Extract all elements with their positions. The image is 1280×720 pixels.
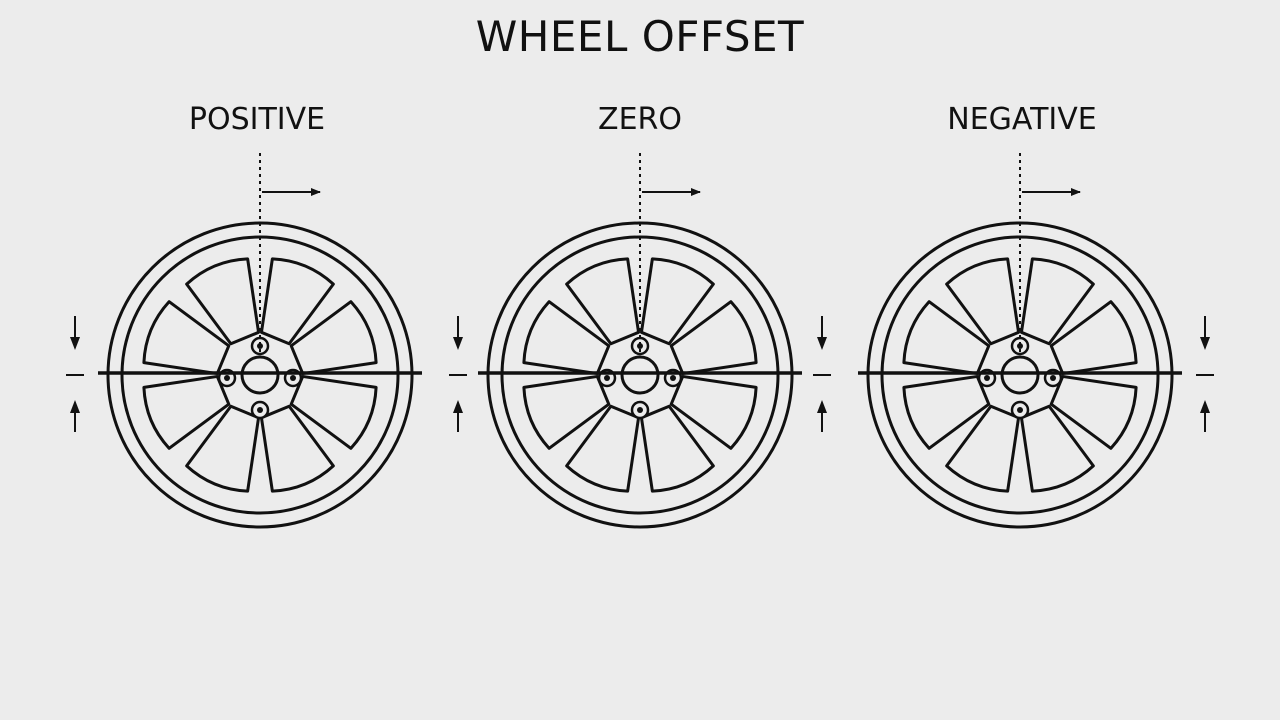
- wheel-negative-lug-center-2: [1017, 407, 1023, 413]
- wheel-positive-lug-center-1: [257, 343, 263, 349]
- wheel-zero-lug-center-3: [604, 375, 610, 381]
- wheel-positive-bracket-top-arrow: [70, 337, 80, 350]
- wheel-zero-lug-center-1: [637, 343, 643, 349]
- wheel-zero: [449, 153, 831, 529]
- wheel-negative-lug-center-4: [1050, 375, 1056, 381]
- wheel-negative-lug-center-1: [1017, 343, 1023, 349]
- wheel-positive-spoke-window-1: [243, 251, 338, 353]
- wheel-zero-hub: [620, 355, 660, 395]
- wheel-positive-lug-center-2: [257, 407, 263, 413]
- wheel-negative-hub: [1000, 355, 1040, 395]
- wheel-negative-bracket-top-arrow: [1200, 337, 1210, 350]
- wheel-zero-lug-center-2: [637, 407, 643, 413]
- wheel-positive-spoke-window-8: [182, 251, 277, 353]
- wheel-zero-spoke-window-1: [623, 251, 718, 353]
- wheel-zero-spoke-window-8: [562, 251, 657, 353]
- wheel-zero-right-bracket-top-arrow: [817, 337, 827, 350]
- wheel-negative-lug-center-3: [984, 375, 990, 381]
- wheel-negative-spoke-window-1: [1003, 251, 1098, 353]
- label-positive: POSITIVE: [188, 102, 326, 137]
- wheel-zero-bracket-top-arrow: [453, 337, 463, 350]
- wheel-positive-lug-center-4: [290, 375, 296, 381]
- wheel-positive: [66, 153, 422, 529]
- label-negative: NEGATIVE: [947, 102, 1097, 137]
- wheel-negative-spoke-window-8: [942, 251, 1037, 353]
- wheel-positive-lug-center-3: [224, 375, 230, 381]
- diagram-title: WHEEL OFFSET: [475, 12, 805, 61]
- wheel-positive-hub: [240, 355, 280, 395]
- wheel-zero-lug-center-4: [670, 375, 676, 381]
- wheel-negative: [858, 153, 1214, 529]
- label-zero: ZERO: [598, 102, 682, 137]
